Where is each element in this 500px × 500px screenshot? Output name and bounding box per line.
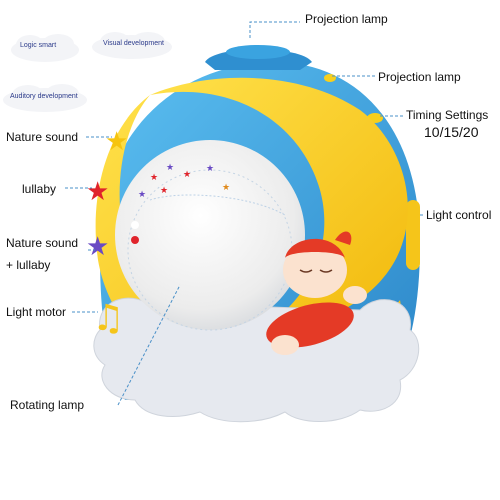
cloud-logic (11, 34, 79, 62)
label-light-control: Light control (426, 208, 492, 222)
rotating-lamp-dome (115, 140, 305, 330)
label-projection-lamp-top: Projection lamp (305, 12, 388, 26)
nature-sound-lullaby-star-button: ★ (86, 232, 109, 262)
cloud-visual (92, 32, 172, 59)
label-lullaby: lullaby (22, 182, 57, 196)
svg-text:★: ★ (166, 163, 174, 173)
cloud-label-logic: Logic smart (20, 42, 57, 49)
label-timing-values: 10/15/20 (424, 124, 479, 140)
nature-sound-star-button: ★ (105, 127, 128, 157)
label-nature-sound: Nature sound (6, 130, 79, 144)
projection-side-button (324, 74, 336, 82)
cloud-auditory (3, 84, 87, 112)
svg-text:★: ★ (183, 170, 191, 180)
label-light-motor: Light motor (6, 305, 67, 319)
label-rotating-lamp: Rotating lamp (10, 398, 85, 412)
light-control-button (406, 200, 420, 270)
sleeping-baby-figure (266, 231, 367, 355)
dome-star-decals: ★ ★ ★ ★ ★ ★ ★ (138, 163, 230, 200)
svg-text:★: ★ (150, 173, 158, 183)
cloud-label-auditory: Auditory development (10, 93, 78, 100)
lullaby-star-button: ★ (86, 177, 109, 207)
leader-lines (65, 21, 425, 406)
svg-text:★: ★ (160, 186, 168, 196)
svg-text:★: ★ (138, 190, 146, 200)
label-nature-sound-lullaby-2: + lullaby (6, 258, 51, 272)
label-nature-sound-lullaby-1: Nature sound (6, 236, 79, 250)
svg-text:★: ★ (222, 183, 230, 193)
svg-text:★: ★ (206, 164, 214, 174)
label-projection-lamp-side: Projection lamp (378, 70, 461, 84)
light-motor-note-button: ♫ (92, 298, 124, 339)
label-timing-settings: Timing Settings (406, 108, 489, 122)
cloud-label-visual: Visual development (103, 40, 164, 47)
